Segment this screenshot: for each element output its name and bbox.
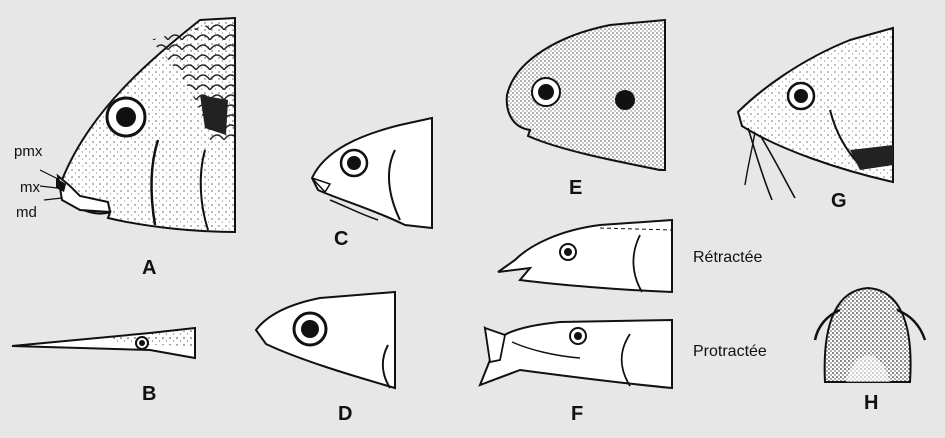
panel-letter-b: B	[142, 384, 156, 404]
pointer-md	[44, 198, 62, 200]
panel-letter-e: E	[569, 178, 582, 198]
fish-head-e	[507, 20, 665, 170]
fish-head-f-retracted	[498, 220, 672, 292]
panel-letter-a: A	[142, 258, 156, 278]
label-md: md	[16, 205, 37, 220]
panel-letter-c: C	[334, 229, 348, 249]
fish-head-d	[256, 292, 395, 388]
caption-retracted: Rétractée	[693, 250, 762, 266]
fish-head-a	[56, 18, 235, 232]
pointer-mx	[40, 186, 57, 188]
fish-head-g	[738, 28, 893, 200]
panel-letter-g: G	[831, 191, 847, 211]
fish-head-b	[12, 328, 195, 358]
fish-head-h	[815, 288, 925, 382]
label-mx: mx	[20, 180, 40, 195]
panel-letter-d: D	[338, 404, 352, 424]
label-pmx: pmx	[14, 144, 42, 159]
fish-head-c	[312, 118, 432, 228]
caption-protracted: Protractée	[693, 344, 767, 360]
fish-head-f-protracted	[480, 320, 672, 388]
panel-letter-h: H	[864, 393, 878, 413]
panel-letter-f: F	[571, 404, 583, 424]
pointer-pmx	[40, 170, 58, 179]
